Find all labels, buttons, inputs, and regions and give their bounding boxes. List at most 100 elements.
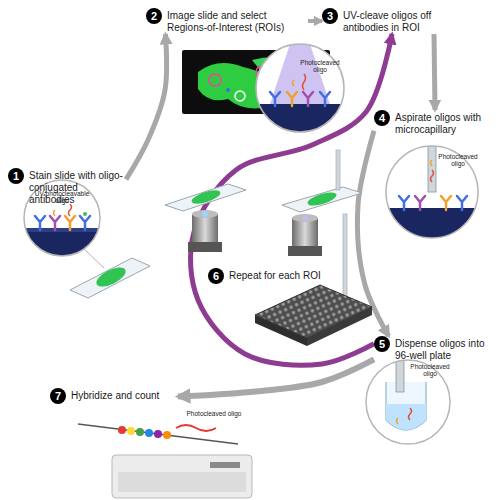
- microscope-objective: [288, 214, 322, 256]
- monitor-image: [235, 91, 245, 101]
- step-number: 3: [322, 8, 338, 24]
- antibody-inset: [65, 216, 75, 230]
- uv-cleave-inset: [250, 104, 350, 144]
- antibody-inset: [20, 180, 110, 268]
- callout-label: Photocleaved oligo: [410, 363, 450, 378]
- uv-cleave-inset: [287, 92, 297, 106]
- step-node: 7 Hybridize and count: [50, 388, 178, 405]
- workflow-arrow: [308, 19, 322, 23]
- barcode-strand: [145, 429, 153, 437]
- aspirate-inset: [380, 146, 490, 248]
- repeat-arrow: [191, 34, 392, 365]
- uv-cleave-inset: [320, 92, 330, 106]
- monitor-image: [226, 88, 230, 92]
- step-number: 2: [146, 8, 162, 24]
- barcode-strand: [136, 428, 144, 436]
- microscope-objective: [288, 246, 322, 256]
- microcapillary: [343, 214, 347, 300]
- aspirate-inset: [441, 196, 451, 210]
- uv-cleave-inset: [270, 92, 280, 106]
- antibody-inset: [50, 216, 60, 230]
- step-node: 2 Image slide and select Regions-of-Inter…: [146, 8, 308, 34]
- callout-label: Photocleaved oligo: [438, 153, 478, 168]
- microcapillary: [336, 150, 347, 300]
- microscope-objective: [292, 214, 318, 222]
- glass-slide: [165, 184, 246, 211]
- aspirate-inset: [380, 208, 490, 248]
- aspirate-inset: [431, 160, 433, 166]
- microscope-objective: [188, 210, 222, 252]
- microscope-objective: [202, 211, 208, 217]
- glass-slide: [165, 184, 246, 211]
- step-number: 5: [374, 336, 390, 352]
- microscope-objective: [188, 242, 222, 252]
- uv-cleave-inset: [250, 44, 350, 144]
- barcode-strand: [127, 427, 135, 435]
- barcode-strand: [154, 430, 162, 438]
- dispense-inset: [386, 382, 426, 430]
- antibody-inset: [84, 249, 104, 268]
- callout-label: Photocleaved oligo: [186, 410, 242, 418]
- microscope-objective: [192, 214, 218, 242]
- well-plate: [255, 285, 372, 346]
- well-plate: [255, 285, 372, 338]
- uv-cleave-inset: [250, 44, 350, 144]
- glass-slide: [306, 190, 338, 208]
- aspirate-inset: [380, 146, 490, 248]
- step-node: 5 Dispense oligos into 96-well plate: [374, 336, 496, 362]
- step-text: Aspirate oligos with microcapillary: [395, 110, 496, 136]
- dispense-inset: [366, 360, 450, 444]
- antibody-inset: [20, 180, 110, 268]
- antibody-inset: [80, 216, 90, 230]
- step-text: Hybridize and count: [71, 388, 178, 402]
- aspirate-inset: [457, 196, 467, 210]
- counter-instrument: [210, 462, 240, 468]
- glass-slide: [70, 258, 150, 298]
- dispense-inset: [397, 418, 399, 424]
- antibody-inset: [35, 216, 45, 230]
- step-text: UV-cleave oligos off antibodies in ROI: [343, 8, 462, 34]
- glass-slide: [282, 187, 362, 212]
- microcapillary: [336, 150, 340, 190]
- aspirate-inset: [415, 196, 425, 210]
- barcode-strand: [118, 426, 126, 434]
- counter-instrument: [112, 455, 252, 498]
- barcode-strand: [78, 424, 238, 444]
- glass-slide: [282, 187, 362, 212]
- step-node: 4Aspirate oligos with microcapillary: [374, 110, 496, 136]
- antibody-inset: [20, 228, 110, 232]
- counter-instrument: [112, 455, 252, 498]
- aspirate-inset: [399, 196, 409, 210]
- callout-label: Photocleaved oligo: [297, 59, 343, 74]
- aspirate-inset: [431, 170, 434, 182]
- workflow-arrow: [126, 34, 166, 179]
- step-node: 3 UV-cleave oligos off antibodies in ROI: [322, 8, 462, 34]
- microscope-objective: [302, 215, 308, 221]
- barcode-strand: [176, 425, 216, 431]
- callout-label: UV-photocleavable oligo: [32, 190, 92, 205]
- step-text: Dispense oligos into 96-well plate: [395, 336, 496, 362]
- antibody-inset: [24, 180, 100, 256]
- dispense-inset: [409, 408, 412, 420]
- aspirate-inset: [428, 146, 436, 192]
- dispense-inset: [366, 358, 450, 444]
- uv-cleave-inset: [256, 44, 344, 132]
- antibody-inset: [54, 210, 56, 216]
- glass-slide: [190, 188, 222, 207]
- antibody-inset: [69, 204, 72, 216]
- barcode-strand: [78, 424, 238, 444]
- step-text: Image slide and select Regions-of-Intere…: [167, 8, 308, 34]
- dispense-inset: [366, 360, 450, 444]
- dispense-inset: [386, 404, 426, 430]
- monitor-image: [209, 74, 221, 86]
- step-node: 6Repeat for each ROI: [208, 268, 328, 285]
- aspirate-inset: [386, 146, 478, 238]
- step-number: 1: [8, 168, 24, 184]
- glass-slide: [70, 258, 150, 298]
- dispense-inset: [366, 358, 450, 444]
- step-number: 7: [50, 388, 66, 404]
- glass-slide: [94, 263, 129, 290]
- step-text: Stain slide with oligo-conjugated antibo…: [29, 168, 126, 206]
